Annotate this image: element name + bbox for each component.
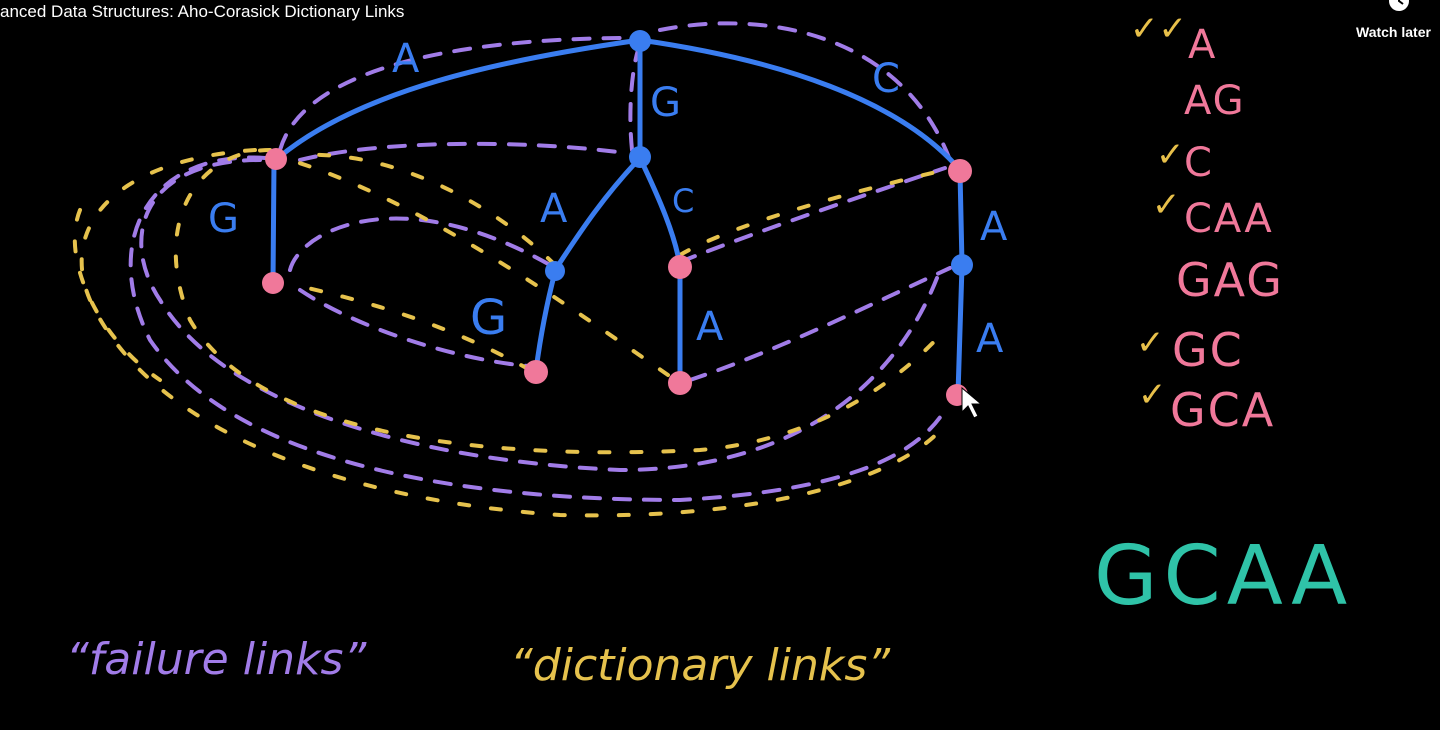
- trie-edge-a-ag: [270, 159, 277, 285]
- trie-node-gag: [524, 360, 548, 384]
- dictionary-word: AG: [1184, 78, 1246, 124]
- edge-label-root-a: A: [392, 36, 420, 82]
- failure-link-gca-ca: [688, 266, 952, 382]
- trie-node-a: [265, 148, 287, 170]
- trie-node-ga: [545, 261, 565, 281]
- edge-label-g-a: A: [540, 186, 568, 232]
- edge-label-c-a: A: [980, 204, 1008, 250]
- trie-node-g: [629, 146, 651, 168]
- mouse-pointer-icon: [961, 386, 983, 419]
- edge-labels: A G C G A C G A A A: [208, 36, 1008, 362]
- video-title: anced Data Structures: Aho-Corasick Dict…: [0, 2, 405, 21]
- dictionary-check: ✓: [1136, 323, 1165, 363]
- trie-node-root: [629, 30, 651, 52]
- trie-node-c: [948, 159, 972, 183]
- edge-label-root-g: G: [650, 80, 681, 126]
- dictionary-word: GAG: [1176, 253, 1284, 307]
- trie-node-gc: [668, 255, 692, 279]
- dictionary-links: [72, 148, 947, 518]
- dictionary-check: ✓: [1138, 375, 1167, 415]
- failure-link-gag-ag: [298, 288, 530, 368]
- trie-edge-c-ca: [957, 169, 965, 267]
- failure-link-ag-g: [298, 141, 620, 162]
- dictionary-link-ga-a: [298, 152, 557, 267]
- trie-edge-root-a: [275, 37, 643, 161]
- dictionary-check: ✓: [1152, 185, 1181, 225]
- dictionary-check: ✓✓: [1130, 9, 1187, 49]
- dictionary-link-caa-a: [79, 148, 947, 518]
- failure-link-caa-a: [128, 155, 947, 503]
- edge-label-root-c: C: [872, 56, 900, 102]
- trie-edge-root-c: [637, 37, 963, 173]
- dictionary-word: A: [1188, 22, 1217, 68]
- dictionary-word: CAA: [1184, 196, 1274, 242]
- trie-edge-ga-gag: [533, 269, 558, 373]
- failure-link-g-root: [628, 48, 640, 152]
- failure-link-a-root: [278, 36, 622, 152]
- dictionary-list: ✓✓ A AG ✓ C ✓ CAA GAG ✓ GC ✓ GCA: [1130, 9, 1284, 437]
- trie-edges: [270, 37, 965, 397]
- edge-label-g-c: C: [672, 182, 694, 220]
- caption-failure-links: “failure links”: [66, 634, 367, 685]
- trie-edge-ca-caa: [955, 263, 965, 397]
- dictionary-word: C: [1184, 140, 1214, 186]
- trie-nodes: [262, 30, 973, 406]
- edge-label-ga-g: G: [470, 290, 507, 346]
- watch-later-button[interactable]: Watch later: [1356, 0, 1440, 46]
- failure-link-gc-c: [678, 166, 947, 264]
- trie-node-ca: [951, 254, 973, 276]
- edge-label-gc-a: A: [696, 304, 724, 350]
- edge-label-ca-a: A: [976, 316, 1004, 362]
- dictionary-link-gag-ag: [293, 283, 532, 372]
- dictionary-word: GCA: [1170, 383, 1275, 437]
- trie-edge-g-ga: [552, 155, 643, 273]
- watch-later-label: Watch later: [1356, 24, 1431, 40]
- failure-link-c-root: [658, 21, 952, 162]
- edge-label-a-g: G: [208, 196, 239, 242]
- query-string: GCAA: [1094, 529, 1353, 624]
- clock-icon: [1389, 0, 1409, 11]
- caption-dictionary-links: “dictionary links”: [510, 640, 891, 691]
- dictionary-check: ✓: [1156, 135, 1185, 175]
- failure-link-ga-a: [288, 216, 552, 272]
- trie-node-gca: [668, 371, 692, 395]
- failure-links: [128, 21, 952, 503]
- failure-link-ca-a: [139, 158, 942, 473]
- dictionary-word: GC: [1172, 323, 1244, 377]
- trie-node-ag: [262, 272, 284, 294]
